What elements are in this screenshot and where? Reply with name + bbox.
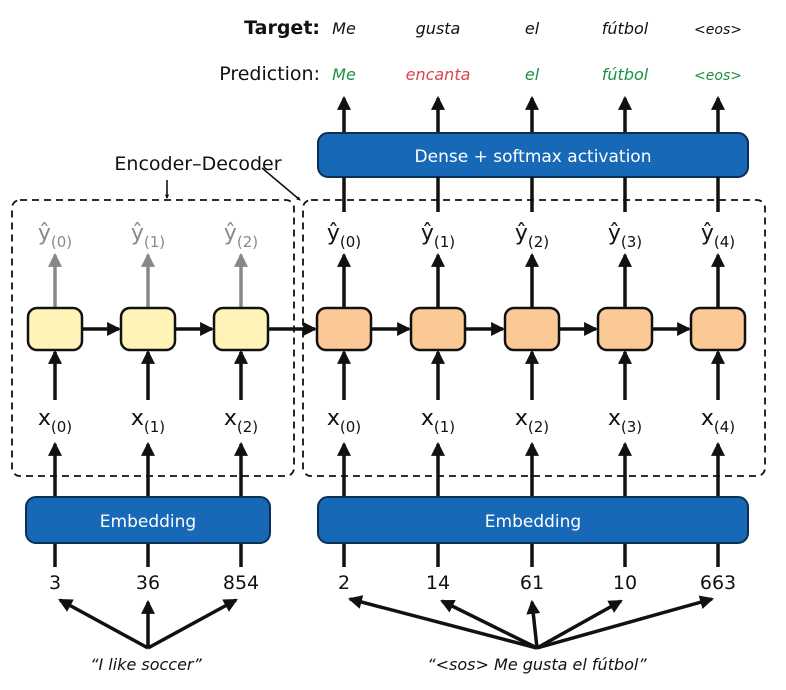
decoder-input-label: x(0) (327, 406, 361, 436)
encoder-output-label: ŷ(1) (131, 221, 165, 251)
encoder-input-label: x(2) (224, 406, 258, 436)
encoder-cell (119, 306, 177, 352)
decoder-token-id: 663 (700, 572, 736, 594)
encoder-input-label: x(0) (38, 406, 72, 436)
encoder-input-label: x(1) (131, 406, 165, 436)
decoder-input-sentence: “<sos> Me gusta el fútbol” (427, 655, 647, 674)
decoder-to-dense-lines (342, 177, 720, 212)
decoder-cell (503, 306, 561, 352)
prediction-word: Me (332, 65, 356, 84)
decoder-pointer-arrow (261, 167, 301, 201)
decoder-output-label: ŷ(4) (701, 221, 735, 251)
target-word: el (525, 19, 540, 38)
target-word: <eos> (694, 22, 742, 38)
decoder-token-id: 10 (613, 572, 637, 594)
decoder-output-label: ŷ(3) (608, 221, 642, 251)
decoder-cell (596, 306, 654, 352)
prediction-word: fútbol (602, 65, 649, 84)
embedding-to-input-arrows (48, 441, 725, 497)
dense-softmax-label: Dense + softmax activation (415, 147, 652, 167)
encoder-embedding-layer (25, 496, 271, 544)
decoder-token-id: 2 (338, 572, 350, 594)
dense-output-arrows (337, 95, 725, 133)
decoder-input-label: x(2) (515, 406, 549, 436)
encoder-output-label: ŷ(0) (38, 221, 72, 251)
token-to-embedding-arrows (53, 543, 720, 567)
target-label: Target: (244, 17, 320, 39)
encoder-tokenization-arrows (58, 598, 238, 650)
decoder-input-label: x(3) (608, 406, 642, 436)
encoder-cell (212, 306, 270, 352)
encoder-token-id: 854 (223, 572, 259, 594)
decoder-input-label: x(1) (421, 406, 455, 436)
target-word: fútbol (602, 19, 649, 38)
encoder-decoder-label: Encoder–Decoder (114, 153, 281, 175)
encoder-token-id: 3 (49, 572, 61, 594)
prediction-word: el (525, 65, 540, 84)
decoder-output-arrows (337, 252, 725, 308)
decoder-embedding-label: Embedding (485, 512, 581, 532)
encoder-token-id: 36 (136, 572, 160, 594)
decoder-embedding-layer (317, 496, 749, 544)
target-word: gusta (416, 19, 461, 38)
input-to-cell-arrows (48, 349, 725, 400)
decoder-token-id: 14 (426, 572, 450, 594)
target-word: Me (332, 19, 356, 38)
decoder-cell (409, 306, 467, 352)
decoder-input-label: x(4) (701, 406, 735, 436)
prediction-word: <eos> (694, 68, 742, 84)
encoder-embedding-label: Embedding (100, 512, 196, 532)
decoder-output-label: ŷ(2) (515, 221, 549, 251)
decoder-cell (689, 306, 747, 352)
prediction-label: Prediction: (219, 63, 320, 85)
encoder-box (11, 199, 295, 477)
decoder-box (302, 199, 766, 477)
decoder-token-id: 61 (520, 572, 544, 594)
decoder-output-label: ŷ(0) (327, 221, 361, 251)
encoder-output-arrows (48, 252, 248, 308)
encoder-output-label: ŷ(2) (224, 221, 258, 251)
decoder-cell (315, 306, 373, 352)
encoder-cell (26, 306, 84, 352)
encoder-input-sentence: “I like soccer” (90, 655, 202, 674)
decoder-tokenization-arrows (347, 595, 715, 650)
prediction-word: encanta (406, 65, 471, 84)
decoder-output-label: ŷ(1) (421, 221, 455, 251)
